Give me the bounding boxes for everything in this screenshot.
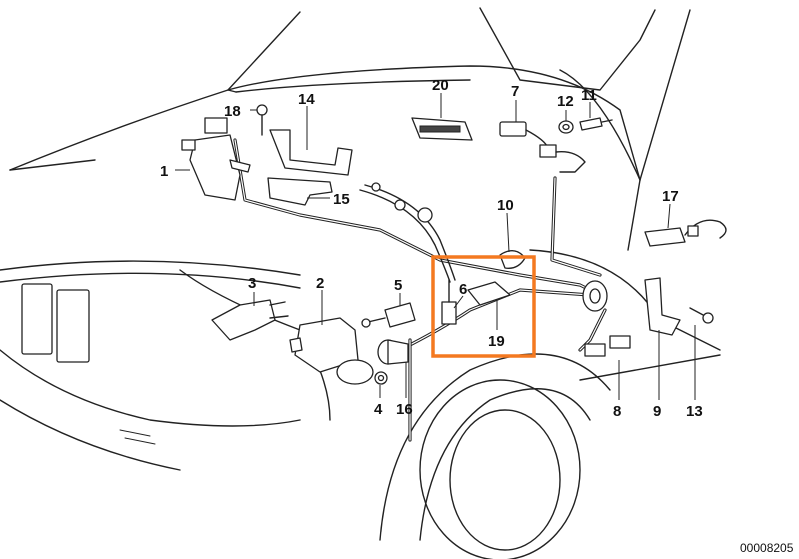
part-3-bracket — [211, 299, 289, 341]
callout-2: 2 — [316, 275, 324, 292]
part-20-relay — [411, 117, 473, 141]
part-14-bracket — [269, 129, 353, 176]
callout-11: 11 — [581, 87, 597, 104]
part-11-bolt — [579, 117, 613, 131]
part-19-bracket — [467, 281, 511, 306]
callout-9: 9 — [653, 403, 661, 420]
part-9-bracket — [644, 277, 681, 336]
callout-7: 7 — [511, 83, 519, 100]
wiring-harness — [233, 138, 607, 442]
diagram-code: 00008205 — [740, 541, 794, 555]
cable — [359, 182, 456, 283]
callout-19: 19 — [488, 333, 505, 350]
callout-1: 1 — [160, 163, 168, 180]
part-1-control-unit — [181, 117, 251, 201]
callout-4: 4 — [374, 401, 383, 418]
part-12-grommet — [558, 120, 574, 134]
leader-lines — [175, 93, 696, 400]
callout-17: 17 — [662, 188, 679, 205]
callout-14: 14 — [298, 91, 315, 108]
callout-16: 16 — [396, 401, 413, 418]
part-15-bracket — [267, 177, 333, 206]
callout-labels: 1 2 3 4 5 6 7 8 9 10 11 12 13 14 15 16 1… — [160, 77, 703, 420]
headlight-right — [56, 289, 90, 363]
part-2-actuator — [289, 317, 374, 385]
part-4-nut — [374, 371, 388, 385]
part-7-connector — [499, 121, 586, 173]
callout-3: 3 — [248, 275, 256, 292]
part-8-connector — [584, 335, 631, 357]
callout-6: 6 — [459, 281, 467, 298]
callout-10: 10 — [497, 197, 514, 214]
callout-12: 12 — [557, 93, 574, 110]
part-18-screw — [256, 104, 268, 136]
part-5-sensor — [361, 302, 416, 328]
callout-5: 5 — [394, 277, 402, 294]
part-16-plug — [377, 339, 409, 365]
part-13-screw — [689, 307, 714, 324]
grommet — [582, 280, 608, 312]
callout-20: 20 — [432, 77, 449, 94]
part-6-sensor — [441, 279, 457, 325]
callout-13: 13 — [686, 403, 703, 420]
callout-8: 8 — [613, 403, 621, 420]
car-body-outline — [0, 7, 721, 559]
part-17-connector — [644, 219, 727, 247]
callout-15: 15 — [333, 191, 350, 208]
highlight-box — [431, 255, 536, 358]
part-10-clip — [499, 250, 526, 269]
headlight-left — [21, 283, 53, 355]
callout-18: 18 — [224, 103, 241, 120]
